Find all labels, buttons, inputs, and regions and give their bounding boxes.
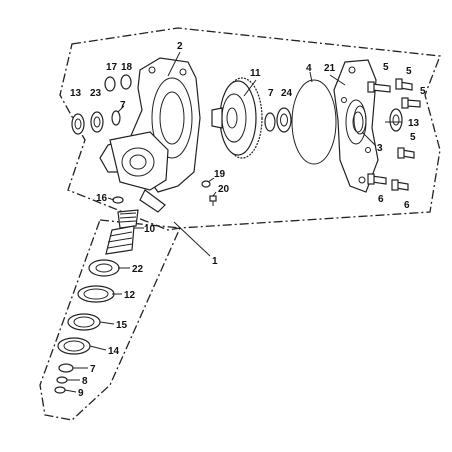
callout-20: 20 <box>218 184 230 195</box>
callout-22: 22 <box>132 264 144 275</box>
small-fastener-parts <box>201 180 217 206</box>
callout-16: 16 <box>96 193 108 204</box>
callout-9: 9 <box>78 388 84 399</box>
left-small-parts <box>71 74 132 135</box>
cover-seal-ring-part <box>353 105 367 135</box>
callout-2: 2 <box>177 41 183 52</box>
callout-24: 24 <box>281 88 293 99</box>
callout-3: 3 <box>377 143 383 154</box>
flywheel-gear-part <box>211 77 263 159</box>
callout-7a: 7 <box>120 100 126 111</box>
callout-13a: 13 <box>70 88 82 99</box>
callout-13b: 13 <box>408 118 420 129</box>
seal-ring-parts-middle <box>264 107 292 133</box>
bolt-parts <box>367 78 421 159</box>
bearing-right-part <box>389 108 403 132</box>
callout-5c: 5 <box>420 86 426 97</box>
large-o-ring-part <box>291 79 337 165</box>
lower-ring-stack <box>54 259 120 394</box>
callout-6a: 6 <box>378 194 384 205</box>
callout-6b: 6 <box>404 200 410 211</box>
callout-15: 15 <box>116 320 128 331</box>
callout-5a: 5 <box>383 62 389 73</box>
callout-10: 10 <box>144 224 156 235</box>
callout-5b: 5 <box>406 66 412 77</box>
callout-8: 8 <box>82 376 88 387</box>
callout-12: 12 <box>124 290 136 301</box>
callout-11: 11 <box>250 68 261 79</box>
callout-21: 21 <box>324 63 336 74</box>
stud-parts <box>367 173 409 191</box>
callout-5d: 5 <box>410 132 416 143</box>
callout-23: 23 <box>90 88 102 99</box>
callout-14: 14 <box>108 346 120 357</box>
leader-lines <box>64 51 402 393</box>
callout-labels: 1 2 3 4 5 5 5 5 6 6 7 7 7 8 9 10 11 12 1… <box>70 41 426 399</box>
callout-17: 17 <box>106 62 118 73</box>
callout-19: 19 <box>214 169 226 180</box>
cover-plate-part <box>333 59 379 193</box>
callout-4: 4 <box>306 63 312 74</box>
small-washer-part <box>112 196 124 204</box>
callout-1: 1 <box>212 256 218 267</box>
housing-part <box>99 57 201 213</box>
callout-7b: 7 <box>268 88 274 99</box>
pinion-shaft-part <box>105 209 139 255</box>
callout-7c: 7 <box>90 364 96 375</box>
callout-18: 18 <box>121 62 133 73</box>
